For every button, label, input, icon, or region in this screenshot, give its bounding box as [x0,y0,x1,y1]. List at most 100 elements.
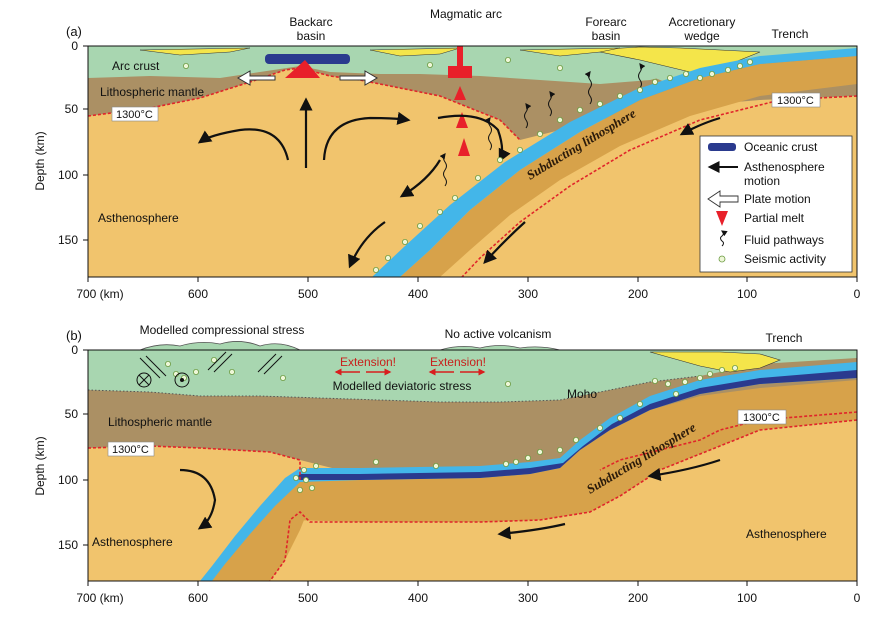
x-tick-b-700: 700 (km) [76,591,123,605]
flat-slab-lithosphere [290,380,857,522]
fluid-pathways [439,63,646,187]
backarc-basin-label-1: Backarc [289,15,332,29]
backarc-sediment-left [139,47,251,56]
moho-line [88,375,701,403]
x-tick-a-600: 600 [188,287,208,301]
compressional-stress-label: Modelled compressional stress [140,323,305,337]
y-tick-b-0: 0 [71,343,78,357]
accretionary-wedge-label-1: Accretionary [669,15,736,29]
oceanic-crust-backarc [265,54,350,64]
isotherm-label-a-right: 1300°C [777,95,814,107]
lithospheric-mantle-label-a: Lithospheric mantle [100,85,204,99]
y-ticks-b: 0 50 100 150 [58,343,88,552]
slab-isotherm-b [269,419,857,581]
moho-label: Moho [567,387,597,401]
x-tick-b-600: 600 [188,591,208,605]
y-tick-a-50: 50 [65,102,79,116]
panel-b-frame [87,349,858,582]
legend-seismic-activity: Seismic activity [744,252,826,266]
asthenosphere-flow-arrows-b [179,458,721,540]
magmatic-arc-label: Magmatic arc [430,7,502,21]
x-tick-a-100: 100 [737,287,757,301]
x-tick-b-200: 200 [628,591,648,605]
asthenosphere-flow-arrows [197,97,721,269]
asthenosphere-label-b-right: Asthenosphere [746,527,827,541]
isotherm-label-b-left: 1300°C [112,444,149,456]
arc-melt-column [458,138,470,156]
y-tick-b-150: 150 [58,538,78,552]
forearc-basin-label-2: basin [592,29,621,43]
arc-crust-layer-b [88,350,857,402]
lithospheric-mantle-label-b: Lithospheric mantle [108,415,212,429]
subducting-slab [400,56,857,277]
oceanic-crust-band-b [296,370,857,480]
trench-label-a: Trench [772,27,809,41]
x-ticks-b: 700 (km) 600 500 400 300 200 100 0 [76,581,861,605]
y-ticks-a: 0 50 100 150 [58,39,88,247]
y-tick-a-100: 100 [58,168,78,182]
legend-box [699,135,853,273]
x-tick-a-500: 500 [298,287,318,301]
slab-oceanic-crust [372,48,857,277]
volcano-edifice [444,46,476,47]
panel-a-tag: (a) [66,24,82,39]
panel-b: (b) [33,323,861,605]
accretionary-wedge-b [649,351,781,373]
backarc-basin-label-2: basin [297,29,326,43]
stress-symbols [136,351,283,388]
x-tick-b-500: 500 [298,591,318,605]
panel-b-tag: (b) [66,328,82,343]
y-axis-label-b: Depth (km) [33,436,47,495]
fluid-path-icon [720,230,728,247]
y-axis-label-a: Depth (km) [33,131,47,190]
x-tick-a-0: 0 [854,287,861,301]
extension-label-1: Extension! [340,355,396,369]
asthenosphere-label-a: Asthenosphere [98,211,179,225]
white-arrow-icon [707,190,739,208]
accretionary-wedge-label-2: wedge [683,29,720,43]
x-tick-a-700: 700 (km) [76,287,123,301]
extension-label-2: Extension! [430,355,486,369]
forearc-sediment [519,47,621,57]
legend: Oceanic crust Asthenosphere motion Plate… [699,135,853,273]
arc-crust-label: Arc crust [112,59,160,73]
panel-b-cross-section [88,350,857,581]
isotherm-label-a-left: 1300°C [116,109,153,121]
backarc-sediment-right [369,47,461,57]
oceanic-crust-swatch [708,143,736,151]
topography-left [139,341,301,351]
plate-motion-left-arrow [237,70,276,86]
legend-asthenosphere-1: Asthenosphere [744,160,825,174]
x-tick-a-400: 400 [408,287,428,301]
x-tick-b-100: 100 [737,591,757,605]
plate-motion-right-arrow [339,70,378,86]
isotherm-label-b-right: 1300°C [743,412,780,424]
x-ticks-a: 700 (km) 600 500 400 300 200 100 0 [76,277,861,301]
y-tick-a-0: 0 [71,39,78,53]
x-tick-a-200: 200 [628,287,648,301]
seismic-dots [182,57,754,273]
y-tick-b-100: 100 [58,473,78,487]
deviatoric-stress-label: Modelled deviatoric stress [333,379,472,393]
legend-fluid-pathways: Fluid pathways [744,233,824,247]
legend-oceanic-crust: Oceanic crust [744,140,818,154]
x-tick-b-0: 0 [854,591,861,605]
legend-partial-melt: Partial melt [744,211,805,225]
legend-asthenosphere-2: motion [744,174,780,188]
panel-a: (a) [33,7,861,301]
topography-center [439,345,561,351]
seismic-dot-icon [718,255,726,263]
panel-a-frame [87,45,858,278]
x-tick-b-300: 300 [518,591,538,605]
legend-plate-motion: Plate motion [744,192,811,206]
y-tick-b-50: 50 [65,407,79,421]
seismic-dots-b [164,356,739,493]
backarc-melt [285,60,320,78]
y-tick-a-150: 150 [58,233,78,247]
x-tick-a-300: 300 [518,287,538,301]
trench-label-b: Trench [766,331,803,345]
mantle-isotherm [88,67,521,141]
asthenosphere-label-b-left: Asthenosphere [92,535,173,549]
melt-drop-icon [716,211,728,226]
